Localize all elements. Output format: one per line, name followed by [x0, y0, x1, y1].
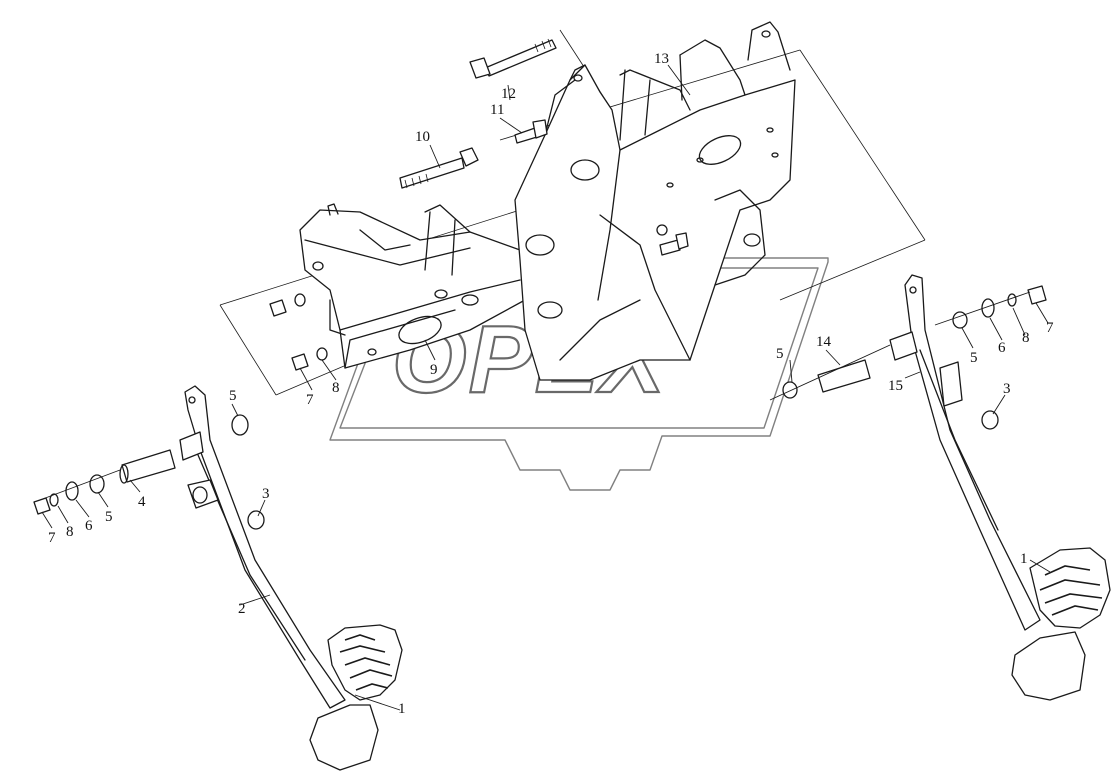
- callout-7-left: 7: [48, 530, 56, 546]
- left-pedal-pad-1: [309, 624, 403, 771]
- callout-3-left: 3: [262, 486, 270, 502]
- right-pedal-pad-1: [1011, 547, 1111, 701]
- callout-12: 12: [501, 86, 516, 102]
- callout-11: 11: [490, 102, 504, 118]
- bracket-nuts-left: [269, 293, 328, 371]
- callout-5-right-inner: 5: [776, 346, 784, 362]
- callout-5-left-lower: 5: [105, 509, 113, 525]
- left-pedal-arm-2: [184, 385, 346, 709]
- callout-6-right: 6: [998, 340, 1006, 356]
- callout-15: 15: [888, 378, 903, 394]
- callout-5-right-outer: 5: [970, 350, 978, 366]
- bolt-12: [469, 38, 557, 79]
- callout-7-bracket: 7: [306, 392, 314, 408]
- right-pivot-parts: [769, 285, 1047, 430]
- left-pivot-parts: [33, 414, 265, 530]
- callout-10: 10: [415, 129, 430, 145]
- right-pedal-arm-15: [904, 274, 1041, 631]
- callout-labels: 1 1 2 3 3 4 5 5 5 5 6 6 7 7 7 8 8 8 9 10…: [48, 51, 1054, 717]
- pedal-bracket-13: [514, 21, 796, 381]
- callout-leaders: [41, 64, 1051, 711]
- callout-14: 14: [816, 334, 832, 350]
- callout-4: 4: [138, 494, 146, 510]
- bolt-side-small: [659, 232, 689, 256]
- callout-8-left: 8: [66, 524, 74, 540]
- bolt-10: [399, 147, 479, 189]
- callout-1-left: 1: [398, 701, 406, 717]
- callout-8-right: 8: [1022, 330, 1030, 346]
- pedal-bracket-9: [299, 203, 526, 369]
- bolt-11: [514, 119, 548, 144]
- callout-5-left-upper: 5: [229, 388, 237, 404]
- callout-6-left: 6: [85, 518, 93, 534]
- callout-9: 9: [430, 362, 438, 378]
- callout-3-right: 3: [1003, 381, 1011, 397]
- callout-2: 2: [238, 601, 246, 617]
- callout-1-right: 1: [1020, 551, 1028, 567]
- callout-7-right: 7: [1046, 320, 1054, 336]
- callout-8-bracket: 8: [332, 380, 340, 396]
- callout-13: 13: [654, 51, 669, 67]
